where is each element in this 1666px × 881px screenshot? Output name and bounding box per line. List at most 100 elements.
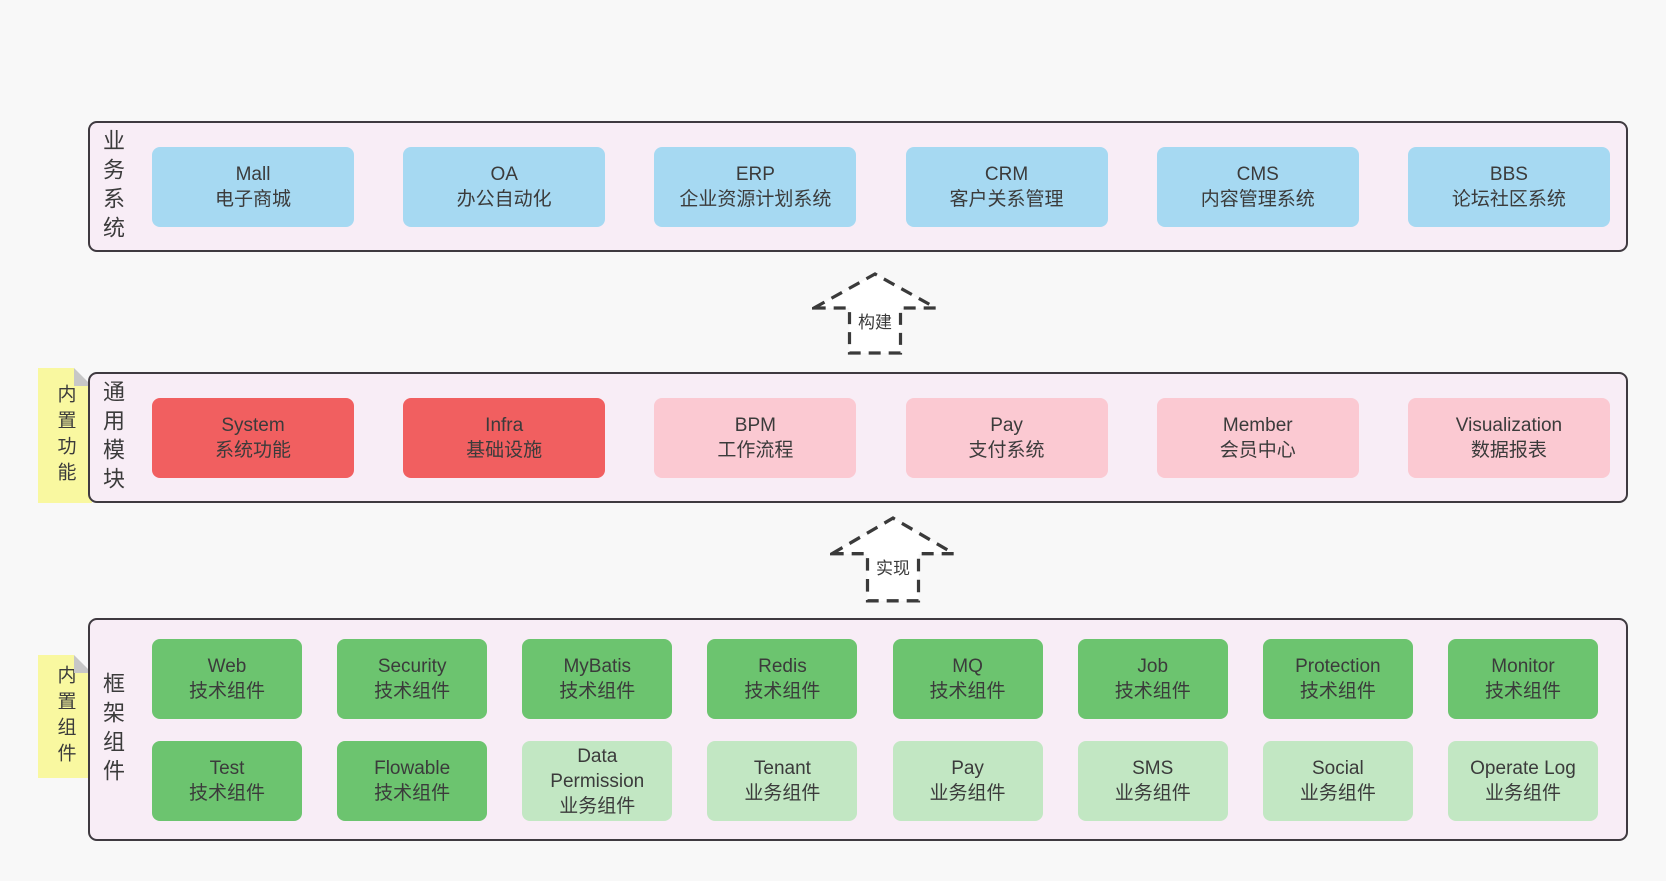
module-box-mybatis: MyBatis 技术组件 xyxy=(522,639,673,719)
module-box-operate-log: Operate Log 业务组件 xyxy=(1447,741,1598,821)
module-box-subtitle: 内容管理系统 xyxy=(1200,188,1315,210)
module-box-subtitle: 技术组件 xyxy=(1484,681,1561,702)
module-box-title: CMS xyxy=(1236,163,1279,185)
module-box-title: Pay xyxy=(951,758,984,779)
layer-business-systems: 业务系统 Mall 电子商城 OA 办公自动化 ERP 企业资源计划系统 CRM 客户关系管理… xyxy=(88,121,1628,252)
module-box-title: Pay xyxy=(990,414,1023,436)
module-box-title: Job xyxy=(1137,656,1169,677)
module-box-title: Visualization xyxy=(1455,414,1563,436)
module-box-title: Social xyxy=(1311,758,1364,779)
module-box-subtitle: 论坛社区系统 xyxy=(1451,188,1566,210)
module-box-mall: Mall 电子商城 xyxy=(152,146,354,227)
module-box-title: Test xyxy=(209,758,245,779)
module-box-job: Job 技术组件 xyxy=(1077,639,1228,719)
module-box-infra: Infra 基础设施 xyxy=(403,397,606,478)
module-box-subtitle: 技术组件 xyxy=(1114,681,1191,702)
module-box-subtitle: 会员中心 xyxy=(1219,439,1296,461)
module-box-title: Redis xyxy=(758,656,807,677)
module-box-erp: ERP 企业资源计划系统 xyxy=(654,146,857,227)
layer-title-common-modules: 通用模块 xyxy=(100,379,125,496)
module-box-cms: CMS 内容管理系统 xyxy=(1156,146,1359,227)
module-box-web: Web 技术组件 xyxy=(152,639,302,719)
arrow-implement-label: 实现 xyxy=(876,558,910,578)
module-box-flowable: Flowable 技术组件 xyxy=(337,741,488,821)
module-box-title: ERP xyxy=(735,163,775,185)
module-box-monitor: Monitor 技术组件 xyxy=(1447,639,1598,719)
sticky-note-label: 内置组件 xyxy=(54,664,76,769)
module-box-subtitle: 技术组件 xyxy=(1299,681,1376,702)
module-box-title: CRM xyxy=(984,163,1029,185)
module-box-title: Infra xyxy=(485,414,524,436)
module-box-title: BBS xyxy=(1489,163,1528,185)
module-box-subtitle: 技术组件 xyxy=(374,681,451,702)
module-box-subtitle: 技术组件 xyxy=(188,681,265,702)
module-box-system: System 系统功能 xyxy=(152,397,354,478)
module-box-title: Web xyxy=(207,656,247,677)
module-box-subtitle: 基础设施 xyxy=(466,439,543,461)
module-box-social: Social 业务组件 xyxy=(1262,741,1413,821)
layer-common-modules: 通用模块 System 系统功能 Infra 基础设施 BPM 工作流程 Pay 支付系统 Me… xyxy=(88,372,1628,503)
module-box-title: SMS xyxy=(1132,758,1174,779)
module-box-title: System xyxy=(221,414,285,436)
layer-title-framework-components: 框架组件 xyxy=(100,671,125,788)
sticky-note-built-in-components: 内置组件 xyxy=(38,655,92,778)
module-box-subtitle: 业务组件 xyxy=(1484,783,1561,804)
module-box-subtitle: 电子商城 xyxy=(214,188,291,210)
module-box-oa: OA 办公自动化 xyxy=(403,146,606,227)
module-box-title: Tenant xyxy=(753,758,811,779)
module-box-subtitle: 支付系统 xyxy=(968,439,1045,461)
module-box-subtitle: 数据报表 xyxy=(1470,439,1547,461)
module-box-title: Operate Log xyxy=(1470,758,1576,779)
common-modules-box-row: System 系统功能 Infra 基础设施 BPM 工作流程 Pay 支付系统 Member 会… xyxy=(152,374,1610,501)
arrow-build: 构建 xyxy=(812,272,938,356)
module-box-title: Member xyxy=(1222,414,1293,436)
arrow-implement: 实现 xyxy=(830,516,956,604)
module-box-redis: Redis 技术组件 xyxy=(707,639,858,719)
module-box-subtitle: 系统功能 xyxy=(214,439,291,461)
module-box-subtitle: 客户关系管理 xyxy=(949,188,1064,210)
module-box-title: MQ xyxy=(952,656,983,677)
dashed-up-arrow-icon xyxy=(830,516,956,603)
module-box-test: Test 技术组件 xyxy=(152,741,302,821)
module-box-title: OA xyxy=(490,163,518,185)
sticky-note-label: 内置功能 xyxy=(54,383,76,488)
business-systems-box-row: Mall 电子商城 OA 办公自动化 ERP 企业资源计划系统 CRM 客户关系管理 CMS 内容… xyxy=(152,123,1610,250)
module-box-subtitle: 技术组件 xyxy=(559,681,636,702)
module-box-subtitle: 企业资源计划系统 xyxy=(679,188,832,210)
module-box-member: Member 会员中心 xyxy=(1156,397,1359,478)
module-box-sms: SMS 业务组件 xyxy=(1077,741,1228,821)
module-box-title: MyBatis xyxy=(563,656,632,677)
module-box-subtitle: 技术组件 xyxy=(744,681,821,702)
module-box-subtitle: 技术组件 xyxy=(929,681,1006,702)
module-box-subtitle: 技术组件 xyxy=(188,783,265,804)
layer-title-business-systems: 业务系统 xyxy=(100,128,125,245)
module-box-title: Monitor xyxy=(1491,656,1555,677)
module-box-subtitle: 业务组件 xyxy=(1299,783,1376,804)
module-box-title: Mall xyxy=(235,163,271,185)
module-box-pay: Pay 支付系统 xyxy=(905,397,1108,478)
module-box-subtitle: 技术组件 xyxy=(374,783,451,804)
module-box-title: Flowable xyxy=(374,758,451,779)
module-box-title: Protection xyxy=(1295,656,1381,677)
module-box-subtitle: 业务组件 xyxy=(1114,783,1191,804)
module-box-subtitle: 办公自动化 xyxy=(456,188,552,210)
module-box-title: BPM xyxy=(734,414,776,436)
module-box-subtitle: 工作流程 xyxy=(717,439,794,461)
module-box-bbs: BBS 论坛社区系统 xyxy=(1407,146,1610,227)
arrow-build-label: 构建 xyxy=(858,313,892,333)
module-box-tenant: Tenant 业务组件 xyxy=(707,741,858,821)
module-box-visualization: Visualization 数据报表 xyxy=(1407,397,1610,478)
dashed-up-arrow-icon xyxy=(812,272,938,355)
module-box-subtitle: 业务组件 xyxy=(559,795,636,817)
module-box-subtitle: 业务组件 xyxy=(744,783,821,804)
module-box-crm: CRM 客户关系管理 xyxy=(905,146,1108,227)
module-box-mq: MQ 技术组件 xyxy=(892,639,1043,719)
